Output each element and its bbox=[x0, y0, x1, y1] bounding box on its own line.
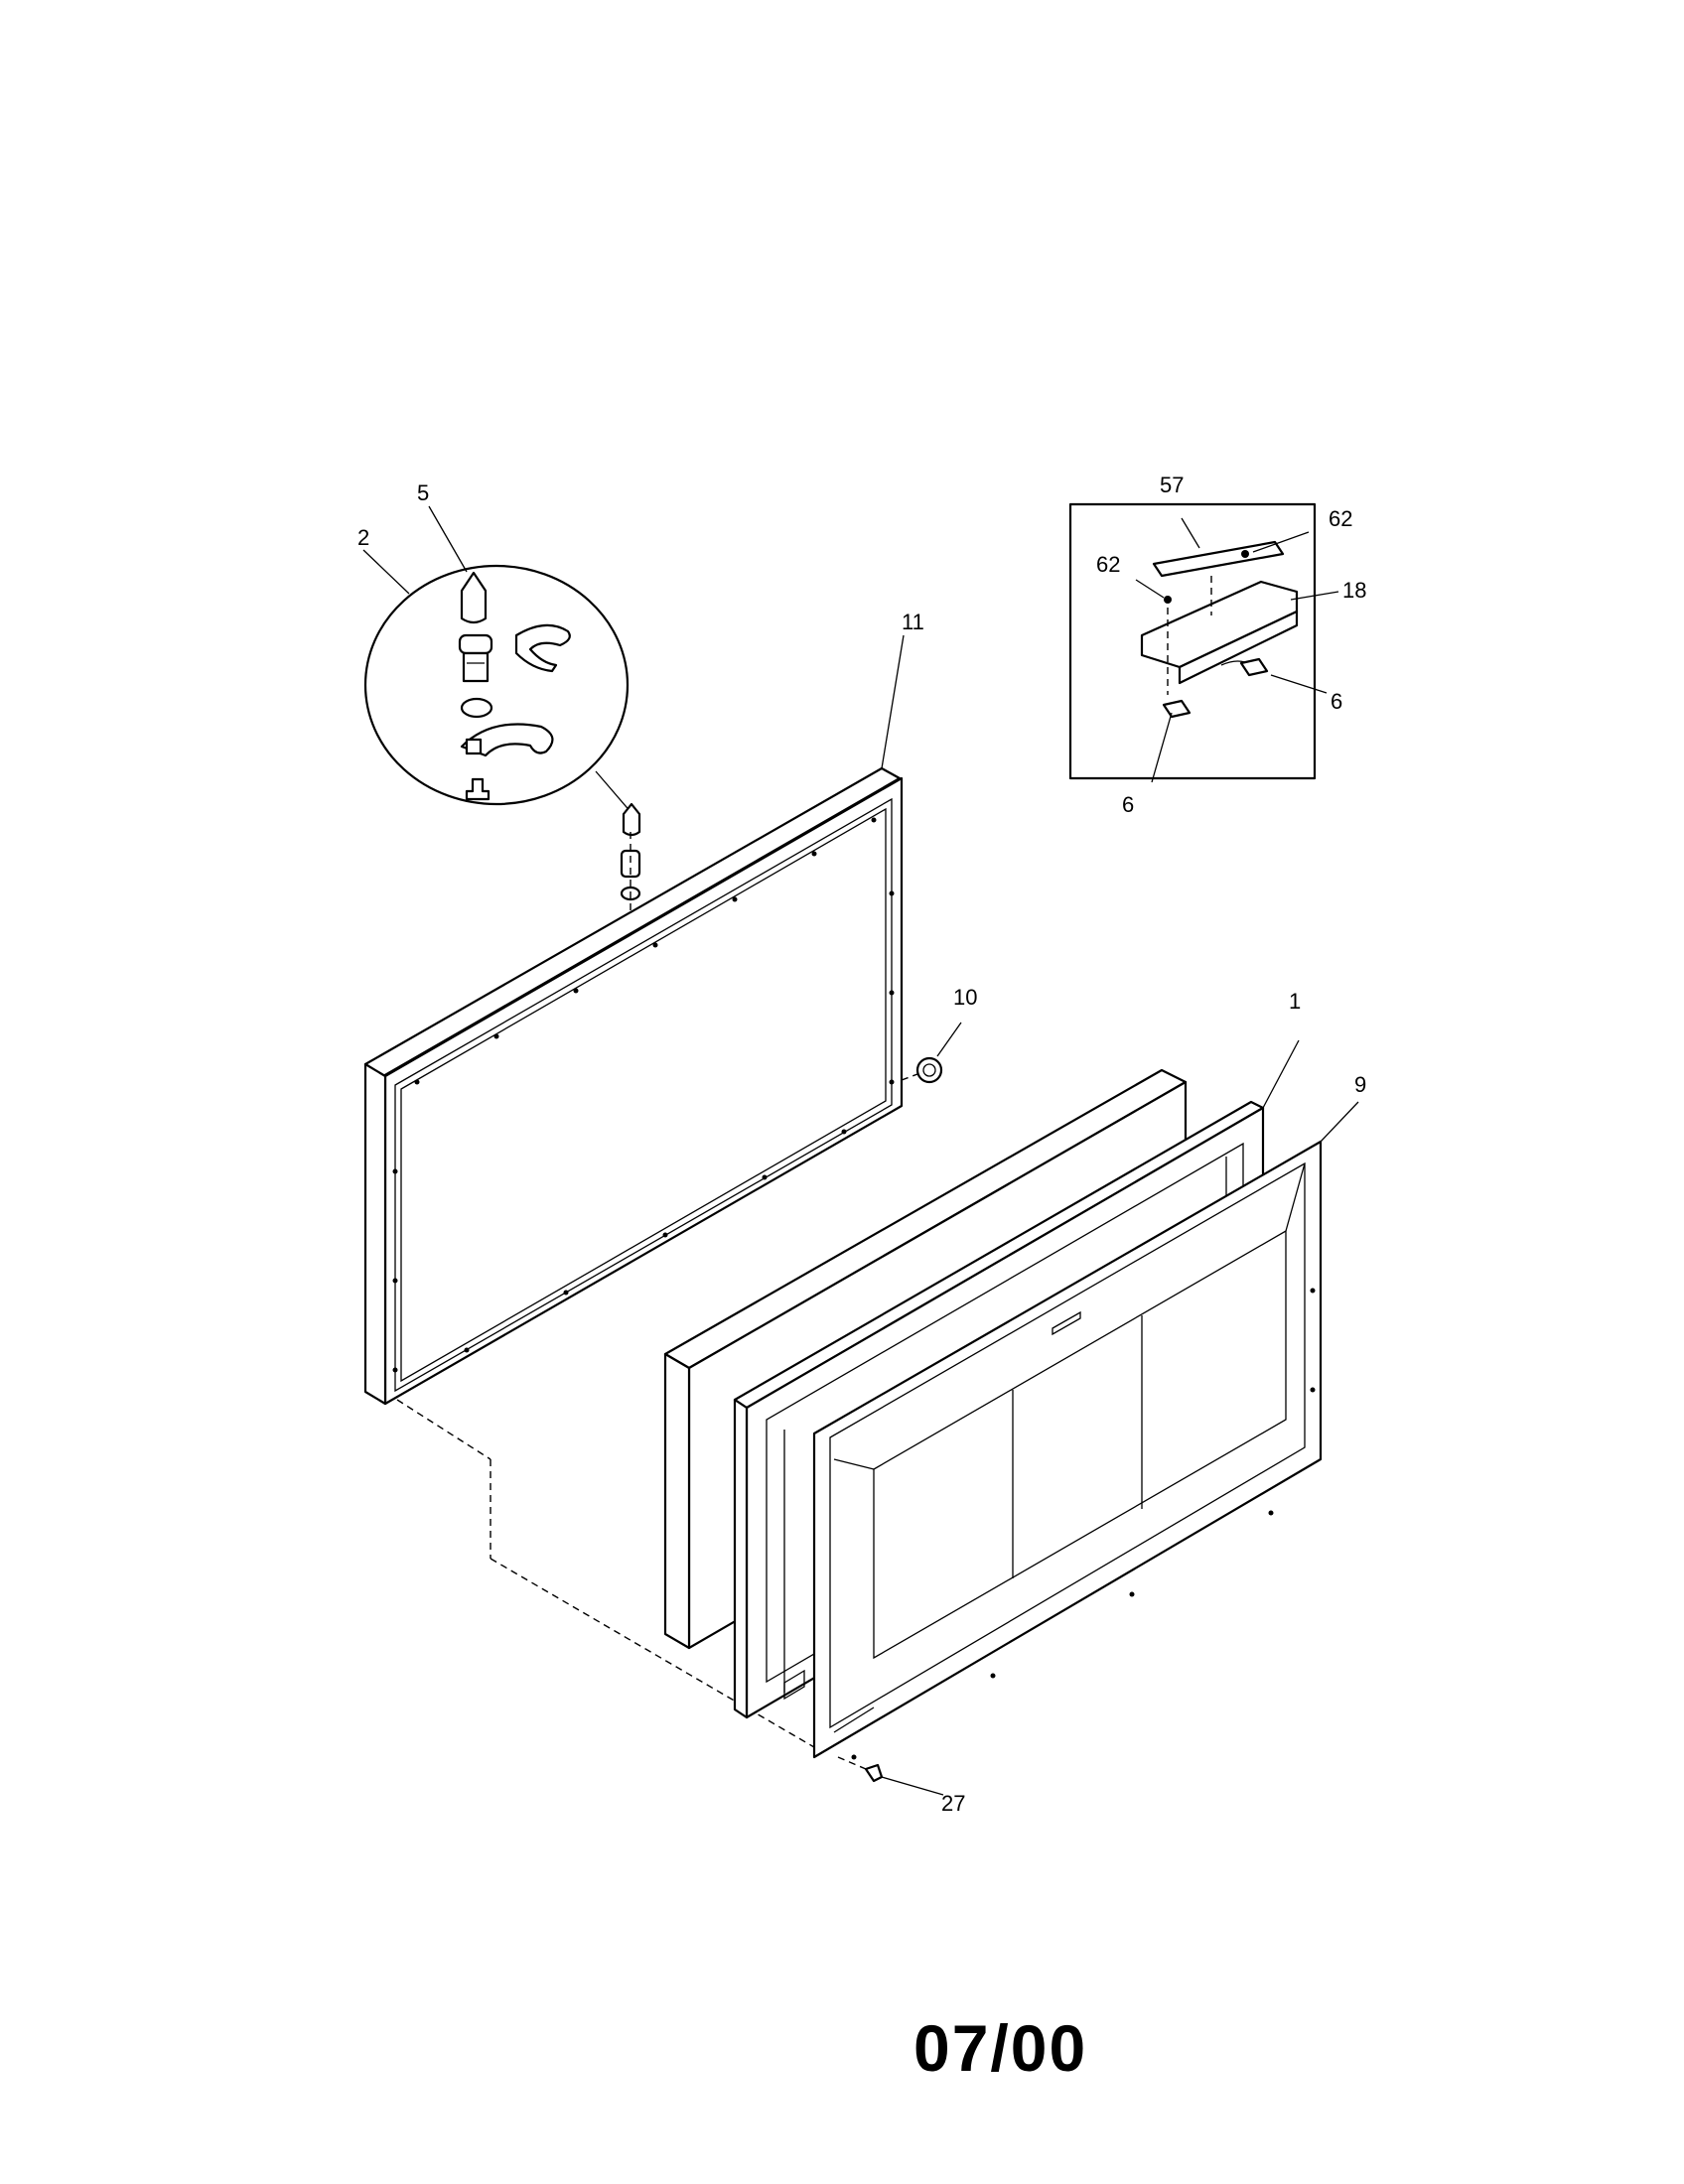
callout-11: 11 bbox=[902, 610, 924, 634]
revision-date-code: 07/00 bbox=[913, 2011, 1088, 2085]
callout-9: 9 bbox=[1354, 1072, 1366, 1097]
callout-6-right: 6 bbox=[1331, 689, 1342, 714]
screw-part bbox=[837, 1756, 944, 1796]
callout-5: 5 bbox=[417, 480, 429, 505]
callout-62-left: 62 bbox=[1096, 552, 1120, 577]
lid-panel bbox=[363, 634, 905, 1406]
callout-6-bottom: 6 bbox=[1122, 792, 1134, 817]
handle-detail-box bbox=[1068, 502, 1339, 783]
bumper-part bbox=[901, 1022, 962, 1084]
callout-18: 18 bbox=[1342, 578, 1366, 603]
inner-door-liner bbox=[812, 1101, 1359, 1760]
callout-10: 10 bbox=[953, 985, 977, 1010]
callout-2: 2 bbox=[357, 525, 369, 550]
callout-1: 1 bbox=[1289, 989, 1301, 1014]
lock-assembly-detail bbox=[363, 564, 633, 815]
callout-27: 27 bbox=[941, 1791, 965, 1816]
callout-62-right: 62 bbox=[1329, 506, 1352, 531]
callout-57: 57 bbox=[1160, 473, 1184, 497]
